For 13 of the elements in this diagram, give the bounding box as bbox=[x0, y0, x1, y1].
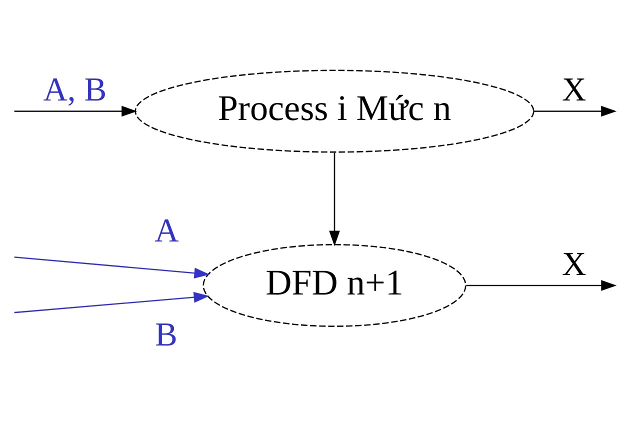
edge-label: A bbox=[154, 212, 179, 250]
arrow bbox=[14, 292, 210, 314]
arrow bbox=[329, 152, 340, 246]
edge-label: A, B bbox=[43, 72, 107, 109]
node-ellipse: DFD n+1 bbox=[202, 244, 466, 327]
arrow bbox=[534, 106, 617, 117]
edge-label: B bbox=[154, 316, 178, 354]
arrow bbox=[14, 106, 138, 117]
node-ellipse: Process i Mức n bbox=[134, 70, 534, 153]
arrow bbox=[14, 256, 210, 278]
edge-label: X bbox=[562, 246, 586, 283]
arrow bbox=[466, 280, 617, 291]
edge-label: X bbox=[562, 72, 586, 109]
